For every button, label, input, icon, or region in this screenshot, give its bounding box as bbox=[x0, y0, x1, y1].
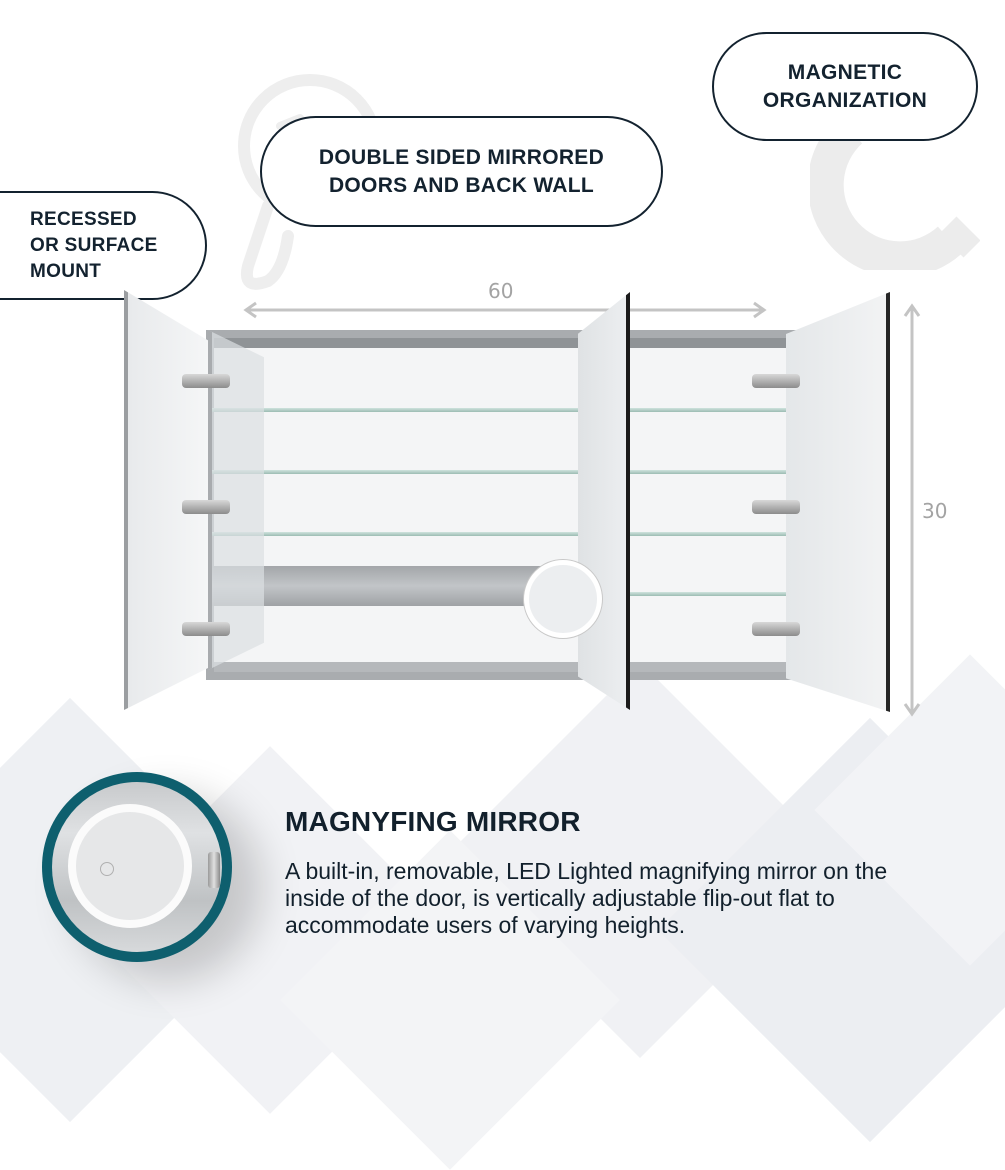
callout-line: DOUBLE SIDED MIRRORED bbox=[318, 145, 605, 169]
glass-shelf bbox=[134, 470, 874, 474]
feature-description: A built-in, removable, LED Lighted magni… bbox=[285, 858, 888, 938]
medicine-cabinet-image bbox=[120, 290, 890, 720]
callout-line: ORGANIZATION bbox=[762, 88, 928, 112]
hinge bbox=[752, 622, 800, 636]
right-door bbox=[786, 292, 890, 712]
callout-line: RECESSED bbox=[30, 208, 137, 230]
hinge bbox=[752, 500, 800, 514]
hinge bbox=[182, 500, 230, 514]
feature-title: MAGNYFING MIRROR bbox=[285, 806, 581, 837]
hinge bbox=[752, 374, 800, 388]
height-dimension-label: 30 bbox=[922, 499, 948, 523]
width-dimension-arrow bbox=[243, 301, 767, 319]
magnifying-mirror-closeup bbox=[42, 772, 232, 962]
callout-double-sided-mirrored: DOUBLE SIDED MIRRORED DOORS AND BACK WAL… bbox=[260, 116, 663, 227]
callout-magnetic-organization: MAGNETIC ORGANIZATION bbox=[712, 32, 978, 141]
callout-line: DOORS AND BACK WALL bbox=[328, 173, 595, 197]
callout-recessed-mount: RECESSED OR SURFACE MOUNT bbox=[0, 191, 207, 300]
height-dimension-arrow bbox=[903, 303, 921, 717]
touch-button-icon bbox=[100, 862, 114, 876]
callout-line: MOUNT bbox=[30, 260, 102, 282]
glass-shelf bbox=[134, 408, 874, 412]
center-door bbox=[578, 292, 630, 710]
glass-shelf bbox=[630, 592, 880, 596]
hinge bbox=[208, 852, 220, 888]
hinge bbox=[182, 622, 230, 636]
glass-shelf bbox=[134, 532, 874, 536]
magnifying-mirror-small bbox=[524, 560, 602, 638]
callout-line: OR SURFACE bbox=[30, 234, 158, 256]
width-dimension-label: 60 bbox=[488, 279, 514, 303]
hinge bbox=[182, 374, 230, 388]
callout-line: MAGNETIC bbox=[787, 60, 903, 84]
